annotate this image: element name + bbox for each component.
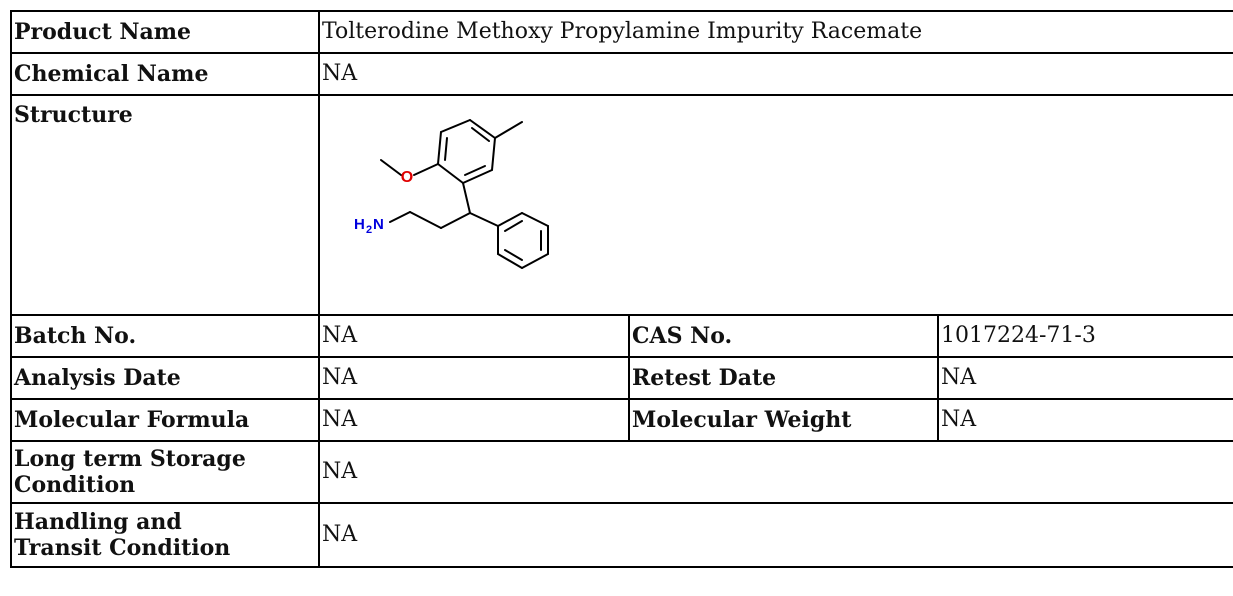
analysis-date-value: NA — [318, 356, 630, 400]
chemical-structure-image: O H 2 N — [354, 119, 549, 269]
row-dates: Analysis Date NA Retest Date NA — [10, 356, 1233, 400]
row-structure: Structure — [10, 94, 1233, 316]
molecular-weight-value: NA — [936, 398, 1233, 442]
structure-label: Structure — [10, 94, 320, 316]
product-name-label: Product Name — [10, 10, 320, 54]
batch-no-value: NA — [318, 314, 630, 358]
cas-no-label: CAS No. — [628, 314, 939, 358]
amine-subscript-label: 2 — [366, 224, 372, 236]
chemical-name-label: Chemical Name — [10, 52, 320, 96]
storage-label-line2: Condition — [14, 472, 136, 498]
amine-h-label: H — [354, 216, 365, 233]
retest-date-value: NA — [936, 356, 1233, 400]
storage-value: NA — [317, 440, 1233, 504]
handling-label-line1: Handling and — [14, 509, 182, 535]
storage-label-line1: Long term Storage — [14, 446, 246, 472]
product-name-value: Tolterodine Methoxy Propylamine Impurity… — [317, 10, 1233, 54]
row-formula-weight: Molecular Formula NA Molecular Weight NA — [10, 398, 1233, 442]
cas-no-value: 1017224-71-3 — [936, 314, 1233, 358]
batch-no-label: Batch No. — [10, 314, 320, 358]
product-spec-table: Product Name Tolterodine Methoxy Propyla… — [10, 10, 1233, 568]
molecular-formula-label: Molecular Formula — [10, 398, 320, 442]
analysis-date-label: Analysis Date — [10, 356, 320, 400]
row-chemical-name: Chemical Name NA — [10, 52, 1233, 96]
molecular-formula-value: NA — [318, 398, 630, 442]
retest-date-label: Retest Date — [628, 356, 939, 400]
handling-label-line2: Transit Condition — [14, 535, 231, 561]
row-product-name: Product Name Tolterodine Methoxy Propyla… — [10, 10, 1233, 54]
chemical-name-value: NA — [317, 52, 1233, 96]
handling-value: NA — [317, 502, 1233, 568]
amine-n-label: N — [373, 216, 384, 233]
row-batch-cas: Batch No. NA CAS No. 1017224-71-3 — [10, 314, 1233, 358]
oxygen-atom-label: O — [401, 169, 413, 186]
molecular-weight-label: Molecular Weight — [628, 398, 939, 442]
structure-cell: O H 2 N — [317, 94, 1233, 316]
